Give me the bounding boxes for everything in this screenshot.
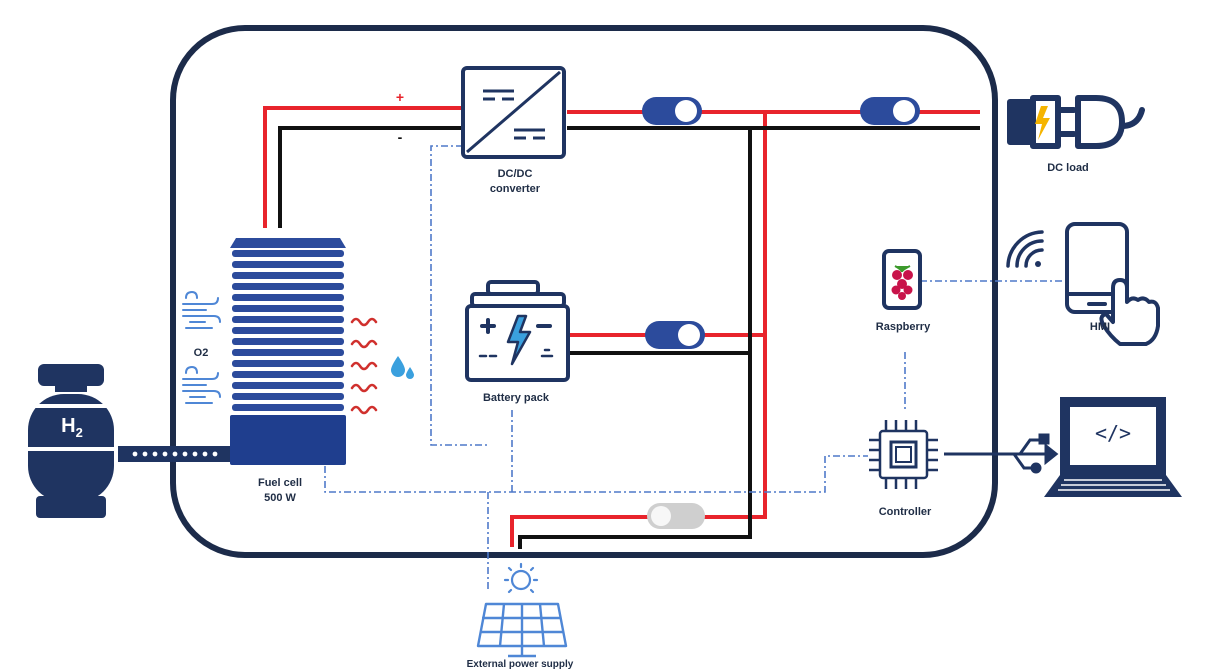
hydrogen-tank-label: H2 [50,414,94,445]
o2-label: O2 [193,347,209,359]
hydrogen-tank-icon [28,364,114,518]
hydrogen-symbol: H [61,415,76,437]
usb-icon [944,433,1059,474]
water-drop-icon [391,356,414,379]
air-flow-icon [182,290,221,404]
positive-terminal-label: + [395,89,405,105]
system-enclosure [170,25,998,558]
wifi-icon [1006,230,1044,268]
negative-terminal-label: - [397,129,403,145]
raspberry-label: Raspberry [875,321,931,333]
solar-panel-icon [476,602,568,658]
battery-switch[interactable] [645,321,705,349]
external-supply-label: External power supply [466,659,574,670]
laptop-code-icon [1044,397,1182,497]
dc-plug-icon [1007,95,1145,149]
dc-load-label: DC load [1047,162,1089,174]
heat-wave-icon [350,317,378,415]
fuel-cell-label-line1: Fuel cell [257,477,303,489]
negative-wiring [278,126,980,549]
dc-dc-converter-icon [461,66,566,159]
hydrogen-pipe [118,446,233,462]
signal-wiring [324,145,1062,590]
hydrogen-subscript: 2 [75,425,83,440]
chip-icon [869,420,938,489]
raspberry-pi-icon [882,249,922,310]
fuel-cell-label-line2: 500 W [264,492,296,504]
battery-pack-label: Battery pack [482,392,550,404]
dcdc-converter-label-line2: converter [489,183,541,195]
sun-icon [503,562,539,594]
code-glyph: </> [1094,421,1132,445]
fuel-cell-stack-icon [230,238,346,465]
hmi-label: HMI [1089,321,1111,333]
dcdc-converter-label-line1: DC/DC [497,168,533,180]
converter-output-switch[interactable] [642,97,702,125]
tablet-touch-icon [1065,222,1160,346]
controller-label: Controller [878,506,932,518]
battery-icon [465,280,570,382]
dc-load-switch[interactable] [860,97,920,125]
external-supply-switch[interactable] [647,503,705,529]
dcdc-converter-label: DC/DC converter [477,167,553,197]
fuel-cell-label: Fuel cell 500 W [248,476,312,506]
